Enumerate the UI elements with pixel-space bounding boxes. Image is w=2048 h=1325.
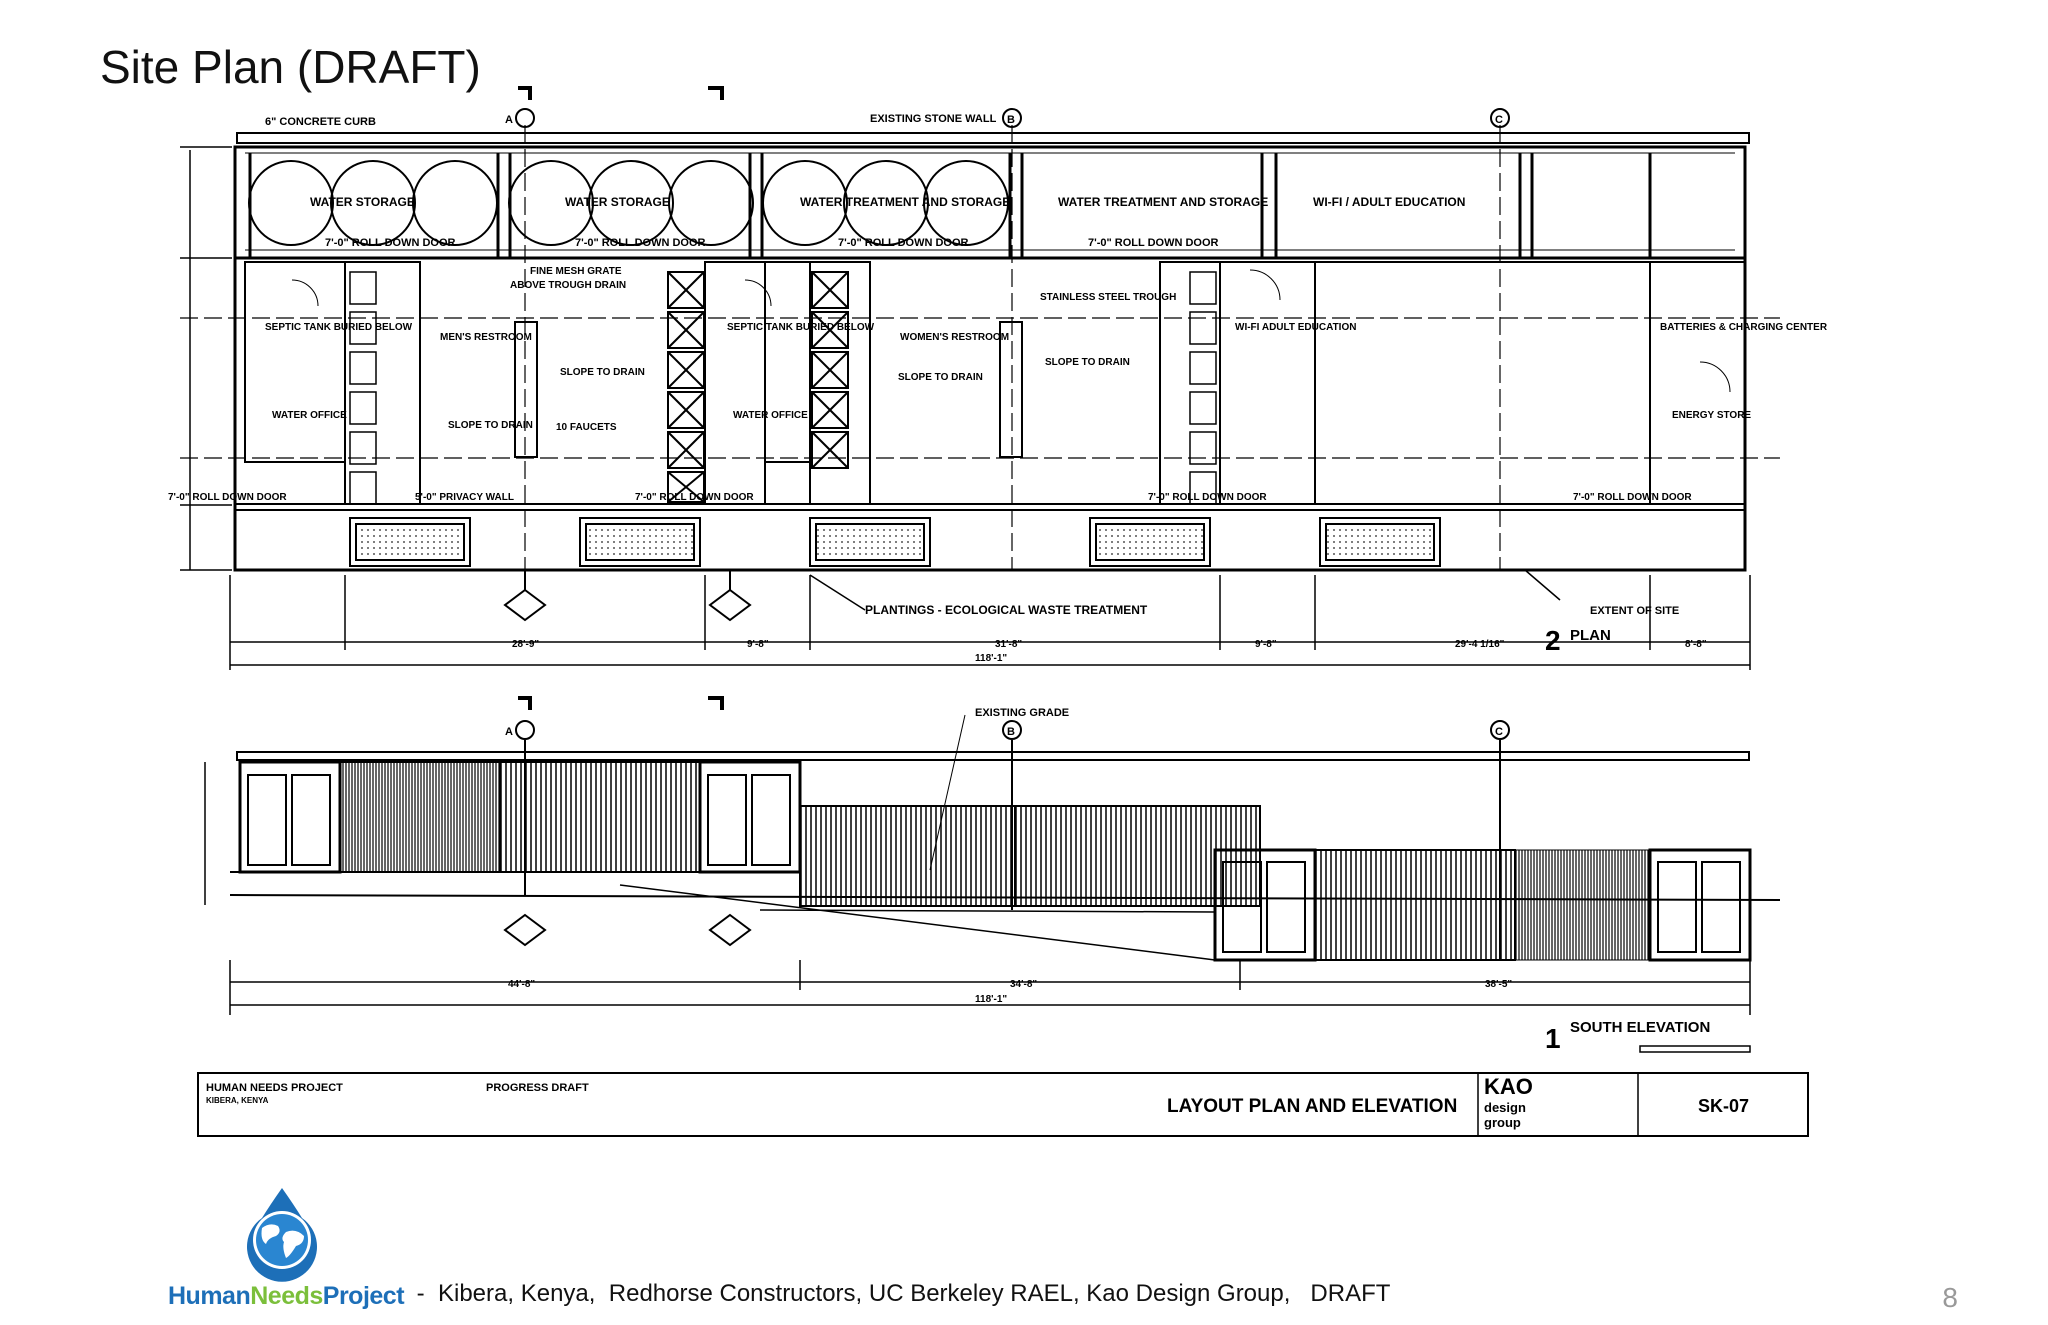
label-slope-1: SLOPE TO DRAIN [560, 367, 645, 378]
slide-title: Site Plan (DRAFT) [100, 41, 481, 93]
south-elevation [204, 696, 1781, 1053]
tb-status: PROGRESS DRAFT [486, 1082, 589, 1094]
label-womens-restroom: WOMEN'S RESTROOM [900, 332, 1009, 343]
dim-elev-total: 118'-1" [975, 994, 1007, 1005]
dim-plan-e: 29'-4 1/16" [1455, 639, 1505, 650]
globe-logo-icon [247, 1188, 317, 1282]
label-faucets: 10 FAUCETS [556, 422, 617, 433]
label-roll-door-2: 7'-0" ROLL DOWN DOOR [575, 237, 706, 249]
label-roll-door-1: 7'-0" ROLL DOWN DOOR [325, 237, 456, 249]
plan-number: 2 [1545, 625, 1561, 656]
tb-sheet-no: SK-07 [1698, 1096, 1749, 1116]
label-water-treatment-1: WATER TREATMENT AND STORAGE [800, 195, 1010, 209]
label-water-office-2: WATER OFFICE [733, 410, 808, 421]
label-slope-2: SLOPE TO DRAIN [448, 420, 533, 431]
dim-elev-a: 44'-8" [508, 979, 535, 990]
elev-grid-label-b: B [1007, 726, 1015, 738]
dim-plan-d: 9'-8" [1255, 639, 1277, 650]
label-water-treatment-2: WATER TREATMENT AND STORAGE [1058, 195, 1268, 209]
elevation-title: SOUTH ELEVATION [1570, 1019, 1710, 1036]
elev-grid-label-a: A [505, 726, 513, 738]
elevation-labels: A B C EXISTING GRADE 44'-8" 34'-8" 38'-5… [505, 707, 1710, 1054]
dim-plan-b: 9'-8" [747, 639, 769, 650]
dim-plan-a: 28'-9" [512, 639, 539, 650]
dim-plan-c: 31'-8" [995, 639, 1022, 650]
title-block [197, 1072, 1809, 1137]
label-septic-1: SEPTIC TANK BURIED BELOW [265, 322, 413, 333]
elev-grid-label-c: C [1495, 726, 1503, 738]
label-above-trough: ABOVE TROUGH DRAIN [510, 280, 626, 291]
tb-firm-3: group [1484, 1115, 1521, 1130]
tb-firm-1: KAO [1484, 1074, 1533, 1099]
dim-elev-b: 34'-8" [1010, 979, 1037, 990]
label-wifi-small: WI-FI ADULT EDUCATION [1235, 322, 1356, 333]
tb-firm-2: design [1484, 1100, 1526, 1115]
tb-project: HUMAN NEEDS PROJECT [206, 1082, 343, 1094]
label-plantings: PLANTINGS - ECOLOGICAL WASTE TREATMENT [865, 603, 1148, 617]
label-stone-wall: EXISTING STONE WALL [870, 113, 997, 125]
page-number: 8 [1942, 1282, 1958, 1313]
grid-label-a: A [505, 114, 513, 126]
logo-word-project: Project [322, 1282, 405, 1310]
dim-plan-f: 8'-8" [1685, 639, 1707, 650]
plan-title: PLAN [1570, 627, 1611, 644]
footer-credits: - Kibera, Kenya, Redhorse Constructors, … [410, 1280, 1391, 1307]
label-septic-2: SEPTIC TANK BURIED BELOW [727, 322, 875, 333]
grid-label-c: C [1495, 114, 1503, 126]
label-slope-4: SLOPE TO DRAIN [1045, 357, 1130, 368]
logo-wordmark: HumanNeedsProject [168, 1282, 405, 1311]
label-concrete-curb: 6" CONCRETE CURB [265, 116, 376, 128]
label-stainless-trough: STAINLESS STEEL TROUGH [1040, 292, 1176, 303]
label-mens-restroom: MEN'S RESTROOM [440, 332, 532, 343]
label-energy-store: ENERGY STORE [1672, 410, 1751, 421]
label-existing-grade: EXISTING GRADE [975, 707, 1069, 719]
logo-word-human: Human [168, 1282, 251, 1310]
grid-label-b: B [1007, 114, 1015, 126]
label-roll-bottom-3: 7'-0" ROLL DOWN DOOR [1148, 492, 1267, 503]
label-roll-door-4: 7'-0" ROLL DOWN DOOR [1088, 237, 1219, 249]
label-water-storage-2: WATER STORAGE [565, 195, 670, 209]
tb-sheet-title: LAYOUT PLAN AND ELEVATION [1167, 1096, 1457, 1117]
label-water-storage-1: WATER STORAGE [310, 195, 415, 209]
tb-location: KIBERA, KENYA [206, 1096, 269, 1105]
label-water-office-1: WATER OFFICE [272, 410, 347, 421]
plan-labels: A B C 6" CONCRETE CURB EXISTING STONE WA… [168, 113, 1828, 664]
label-privacy-wall: 5'-0" PRIVACY WALL [415, 492, 514, 503]
dim-elev-c: 38'-5" [1485, 979, 1512, 990]
label-roll-door-3: 7'-0" ROLL DOWN DOOR [838, 237, 969, 249]
logo-word-needs: Needs [250, 1282, 323, 1310]
label-roll-bottom-2: 7'-0" ROLL DOWN DOOR [635, 492, 754, 503]
dim-plan-total: 118'-1" [975, 653, 1007, 664]
elevation-number: 1 [1545, 1023, 1561, 1054]
label-extent-of-site: EXTENT OF SITE [1590, 605, 1679, 617]
label-roll-bottom-4: 7'-0" ROLL DOWN DOOR [1573, 492, 1692, 503]
label-wifi-adult-ed: WI-FI / ADULT EDUCATION [1313, 195, 1465, 209]
label-slope-3: SLOPE TO DRAIN [898, 372, 983, 383]
label-roll-bottom-1: 7'-0" ROLL DOWN DOOR [168, 492, 287, 503]
label-fine-mesh: FINE MESH GRATE [530, 266, 622, 277]
label-batteries: BATTERIES & CHARGING CENTER [1660, 322, 1828, 333]
site-plan [180, 86, 1780, 670]
title-block-text: HUMAN NEEDS PROJECT KIBERA, KENYA PROGRE… [206, 1074, 1749, 1130]
